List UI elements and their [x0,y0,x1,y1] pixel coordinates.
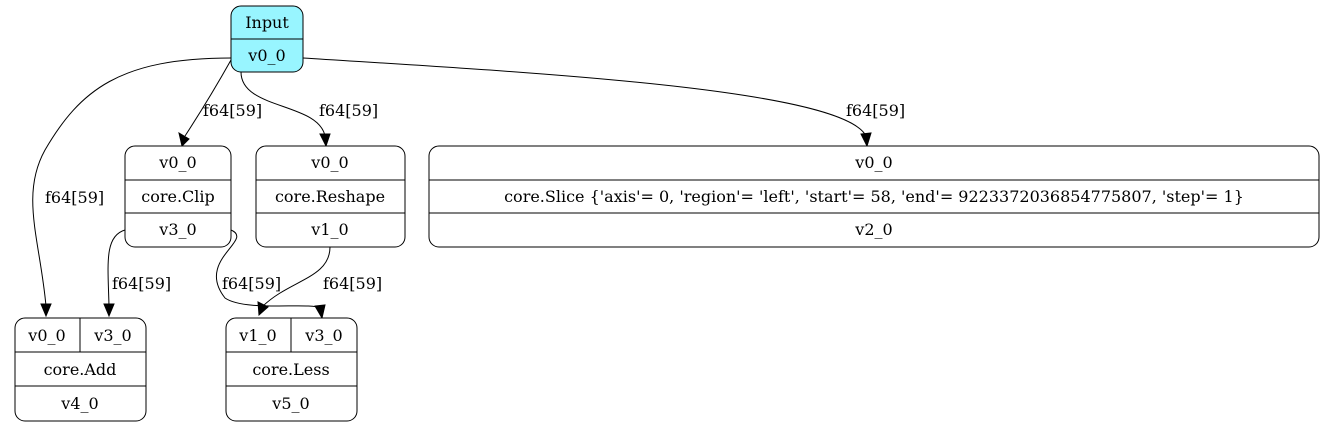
node-clip-output: v3_0 [158,220,196,239]
node-reshape: v0_0 core.Reshape v1_0 [255,145,406,248]
node-less-op: core.Less [252,360,329,379]
node-clip-op: core.Clip [141,187,215,206]
node-less: v1_0 v3_0 core.Less v5_0 [225,317,358,422]
node-reshape-output: v1_0 [310,220,348,239]
edge-reshape-to-less: f64[59] [257,246,382,317]
edge-input-to-add: f64[59] [32,57,232,318]
node-slice-input: v0_0 [854,153,892,172]
node-slice: v0_0 core.Slice {'axis'= 0, 'region'= 'l… [428,145,1320,248]
node-less-input-a: v1_0 [238,326,276,345]
node-reshape-op: core.Reshape [275,187,385,206]
node-add-input-a: v0_0 [27,326,65,345]
edge-clip-to-less: f64[59] [216,229,326,320]
node-clip: v0_0 core.Clip v3_0 [124,145,232,248]
edge-label-reshape-less: f64[59] [323,274,382,293]
edge-label-input-clip: f64[59] [203,101,262,120]
node-input: Input v0_0 [230,5,304,73]
node-add: v0_0 v3_0 core.Add v4_0 [14,317,147,422]
node-add-input-b: v3_0 [93,326,131,345]
edge-label-input-slice: f64[59] [846,101,905,120]
node-less-output: v5_0 [271,394,309,413]
node-input-title: Input [245,13,289,32]
edge-input-to-clip: f64[59] [178,59,262,147]
node-input-output: v0_0 [247,46,285,65]
node-add-output: v4_0 [60,394,98,413]
node-slice-output: v2_0 [854,220,892,239]
node-slice-op: core.Slice {'axis'= 0, 'region'= 'left',… [504,187,1244,206]
node-less-input-b: v3_0 [304,326,342,345]
node-reshape-input: v0_0 [310,153,348,172]
edge-label-clip-add: f64[59] [112,274,171,293]
node-add-op: core.Add [44,360,117,379]
edge-input-to-reshape: f64[59] [240,71,378,148]
edge-input-to-slice: f64[59] [302,57,905,148]
edge-label-clip-less: f64[59] [222,274,281,293]
edge-label-input-add: f64[59] [45,188,104,207]
node-clip-input: v0_0 [158,153,196,172]
edge-label-input-reshape: f64[59] [319,101,378,120]
edge-clip-to-add: f64[59] [103,229,171,318]
